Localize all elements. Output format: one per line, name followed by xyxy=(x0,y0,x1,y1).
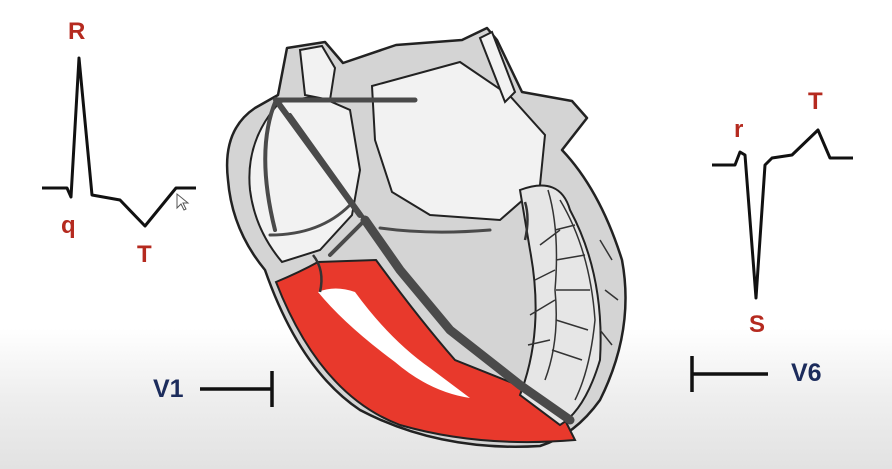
v1-r-wave-label: R xyxy=(68,18,86,45)
v1-t-wave-label: T xyxy=(137,241,152,268)
v6-lead-marker xyxy=(690,356,768,392)
v1-ecg-trace xyxy=(42,56,196,228)
conduction-system xyxy=(263,97,575,425)
pulmonary-vessel xyxy=(478,30,517,104)
mouse-cursor-icon xyxy=(176,192,190,211)
ventricle-cavity xyxy=(318,288,470,398)
lead-v6-label: V6 xyxy=(791,359,822,387)
v6-ecg-trace xyxy=(712,128,853,300)
v6-t-wave-label: T xyxy=(808,88,823,115)
v1-lead-marker xyxy=(200,371,274,407)
purkinje-fibers xyxy=(527,189,619,401)
tricuspid-valve xyxy=(312,254,323,293)
aorta-vessel xyxy=(298,44,337,102)
lead-v1-label: V1 xyxy=(153,375,184,403)
mitral-valve xyxy=(523,201,529,241)
v1-q-wave-label: q xyxy=(61,212,76,239)
v6-s-wave-label: S xyxy=(749,311,766,338)
v6-r-wave-label: r xyxy=(734,116,744,143)
